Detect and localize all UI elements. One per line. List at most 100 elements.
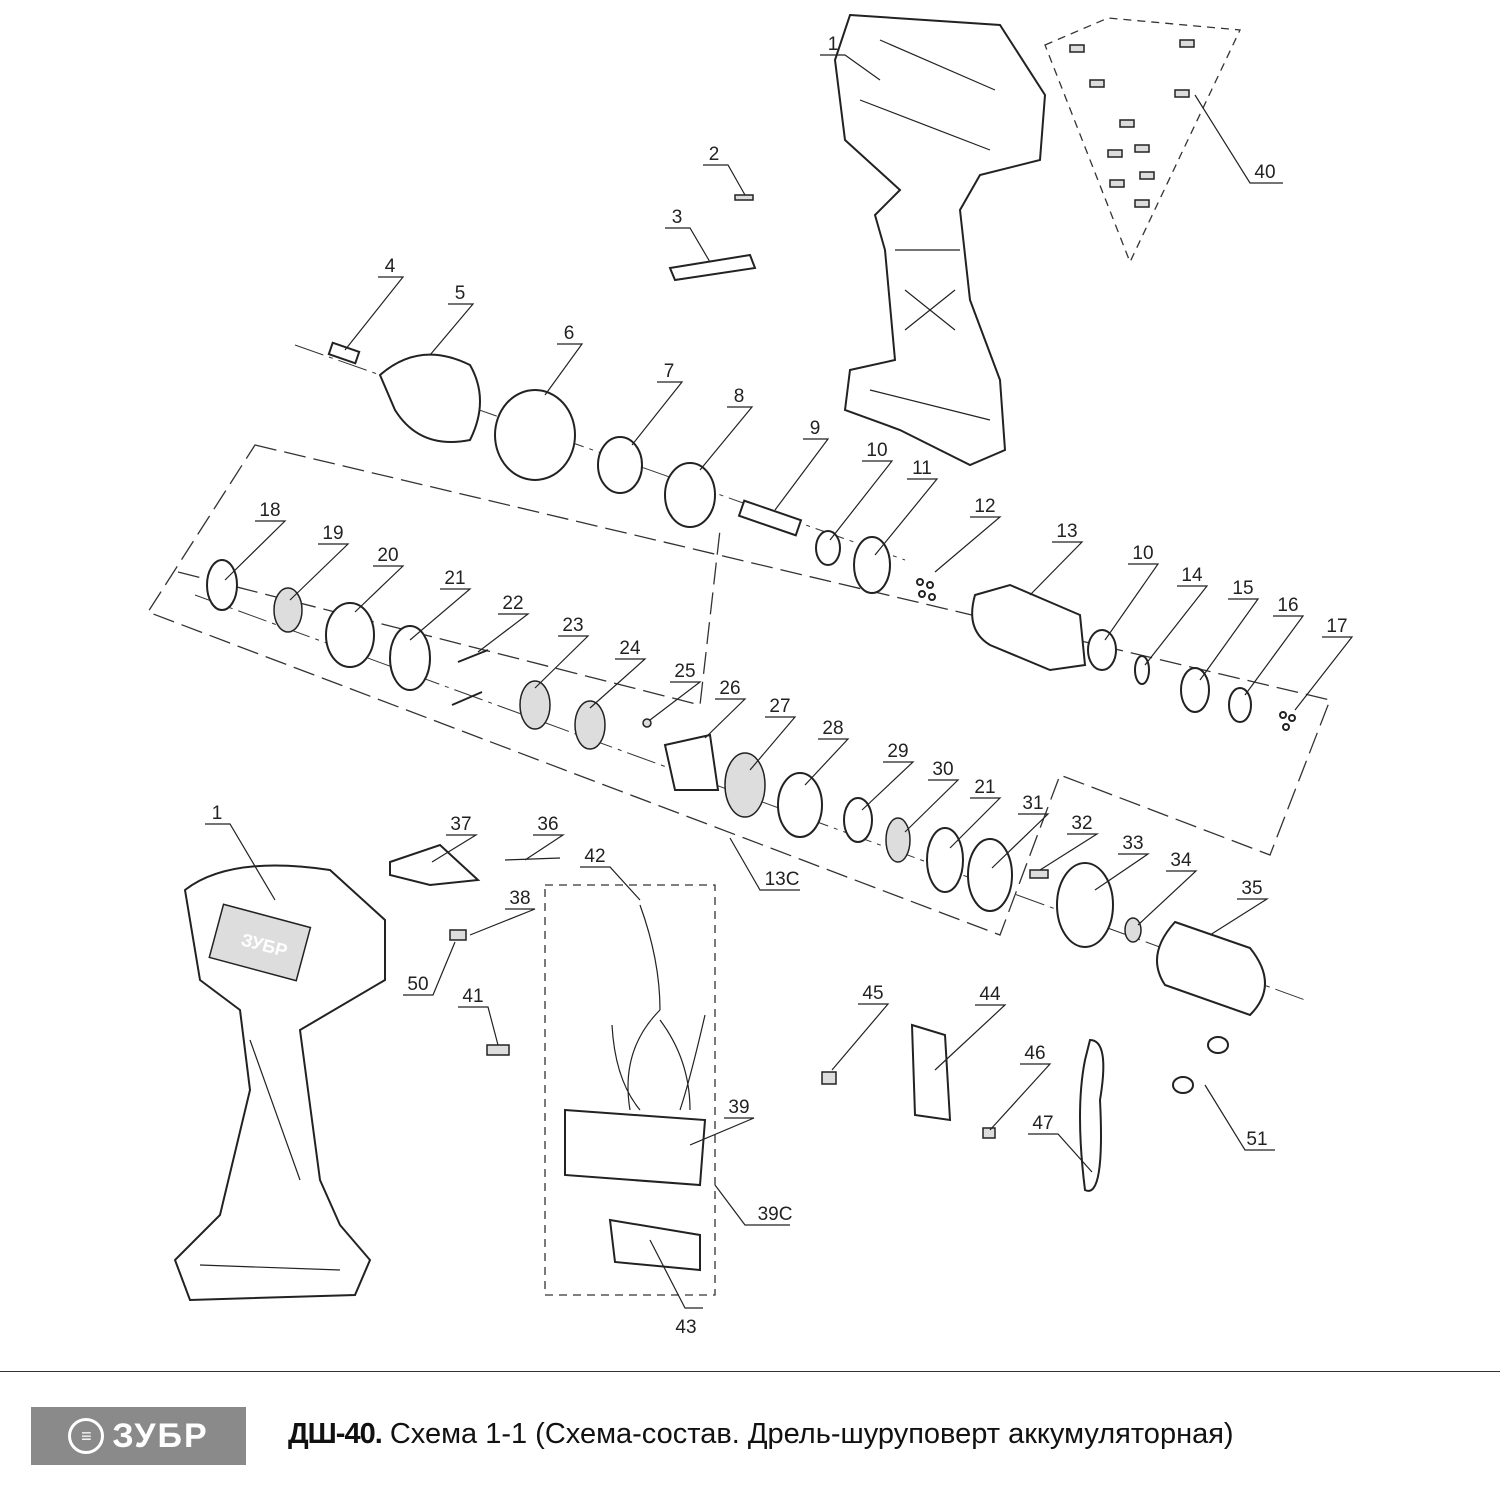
callout-46: 46	[1024, 1043, 1045, 1064]
callout-34: 34	[1170, 850, 1192, 871]
part-10-bearing	[815, 530, 841, 566]
part-10-bearing-b	[1087, 629, 1117, 671]
callout-7: 7	[664, 361, 675, 382]
callout-2: 2	[709, 144, 720, 165]
caption-text: Схема 1-1 (Схема-состав. Дрель-шуруповер…	[381, 1418, 1234, 1450]
part-18-carrier	[206, 559, 238, 611]
part-27-ring-gear	[724, 752, 766, 818]
callout-21: 21	[444, 568, 465, 589]
part-13-gearbox	[971, 583, 1087, 672]
part-44-lamp	[910, 1023, 952, 1122]
part-30-gears	[885, 817, 911, 863]
callout-24: 24	[619, 638, 641, 659]
part-41-spring	[486, 1044, 510, 1056]
part-51-bush-b	[1172, 1076, 1194, 1094]
callout-9: 9	[810, 418, 821, 439]
part-21-oring	[389, 625, 431, 691]
callout-43: 43	[675, 1317, 696, 1338]
callout-5: 5	[455, 283, 466, 304]
screws-40	[1069, 39, 1195, 208]
callout-35: 35	[1241, 878, 1262, 899]
brand-logo-text: ЗУБР	[112, 1416, 209, 1455]
callout-13c: 13C	[765, 869, 800, 890]
part-33-motor-plate	[1056, 862, 1114, 948]
callout-36: 36	[537, 814, 558, 835]
part-22-pin-b	[451, 691, 483, 706]
part-47-cable	[1079, 1038, 1105, 1192]
screws-group-outline	[1044, 17, 1241, 264]
brand-logo: ≡ ЗУБР	[31, 1407, 246, 1465]
callout-26: 26	[719, 678, 740, 699]
callout-28: 28	[822, 718, 843, 739]
callout-14: 14	[1181, 565, 1203, 586]
part-24-gears	[574, 700, 606, 750]
callout-10-b: 10	[1132, 543, 1153, 564]
part-22-pin	[457, 649, 489, 663]
part-45-clip	[821, 1071, 837, 1085]
footer-divider	[0, 1371, 1500, 1372]
model-name: ДШ-40.	[288, 1418, 383, 1450]
part-31-plate	[967, 838, 1013, 912]
part-36-spring	[504, 857, 561, 861]
part-16-plate	[1228, 687, 1252, 723]
callout-18: 18	[259, 500, 280, 521]
part-46-nut	[982, 1127, 996, 1139]
callout-12: 12	[974, 496, 995, 517]
brand-mark-icon: ≡	[68, 1418, 105, 1454]
callout-33: 33	[1122, 833, 1143, 854]
callout-3: 3	[672, 207, 683, 228]
callout-44: 44	[979, 984, 1001, 1005]
callout-40: 40	[1254, 162, 1275, 183]
part-19-gears	[273, 587, 303, 633]
part-23-carrier	[519, 680, 551, 730]
part-14-clip	[1134, 655, 1150, 685]
part-34-pinion	[1124, 917, 1142, 943]
part-8-spring	[664, 462, 716, 528]
part-51-bush	[1207, 1036, 1229, 1054]
part-4-screw	[327, 341, 361, 365]
callout-22: 22	[502, 593, 523, 614]
part-12-balls	[916, 578, 936, 601]
part-28-ring	[777, 772, 823, 838]
callout-31: 31	[1022, 793, 1043, 814]
diagram-caption: ДШ-40. Схема 1-1 (Схема-состав. Дрель-шу…	[288, 1418, 1234, 1451]
part-43-terminal	[608, 1218, 701, 1272]
part-21-oring-b	[926, 827, 964, 893]
callout-27: 27	[769, 696, 790, 717]
part-5-chuck-cone	[378, 353, 481, 443]
switch-wires	[611, 904, 706, 1111]
callout-19: 19	[322, 523, 343, 544]
part-35-motor	[1156, 920, 1266, 1017]
callout-42: 42	[584, 846, 605, 867]
part-7-spring	[597, 436, 643, 494]
part-32-screw	[1029, 869, 1049, 879]
callout-51: 51	[1246, 1129, 1267, 1150]
callout-25: 25	[674, 661, 695, 682]
callout-41: 41	[462, 986, 483, 1007]
part-25-ball	[642, 718, 652, 728]
callout-32: 32	[1071, 813, 1092, 834]
part-39-switch	[564, 1108, 707, 1187]
switch-group-outline	[544, 884, 716, 1296]
part-29-carrier	[843, 797, 873, 843]
callout-39: 39	[728, 1097, 749, 1118]
callout-1-bottom: 1	[212, 803, 223, 824]
callout-37: 37	[450, 814, 471, 835]
part-17-balls	[1279, 711, 1296, 731]
callout-20: 20	[377, 545, 398, 566]
callout-8: 8	[734, 386, 745, 407]
callout-47: 47	[1032, 1113, 1053, 1134]
part-3-slider	[668, 253, 757, 282]
callout-13: 13	[1056, 521, 1077, 542]
exploded-parts-diagram: ЗУБР 1 2 3 4 5 6 7 8 9 10 11 12 13 10 14…	[147, 13, 1354, 1338]
callout-23: 23	[562, 615, 583, 636]
housing-half-1-top	[833, 13, 1047, 467]
callout-45: 45	[862, 983, 883, 1004]
part-37-switch-plate	[389, 843, 481, 887]
callout-17: 17	[1326, 616, 1347, 637]
group-13c-inner	[177, 529, 721, 706]
callout-4: 4	[385, 256, 396, 277]
part-9-spindle	[737, 499, 803, 537]
callout-30: 30	[932, 759, 953, 780]
part-20-ring-gear	[325, 602, 375, 668]
